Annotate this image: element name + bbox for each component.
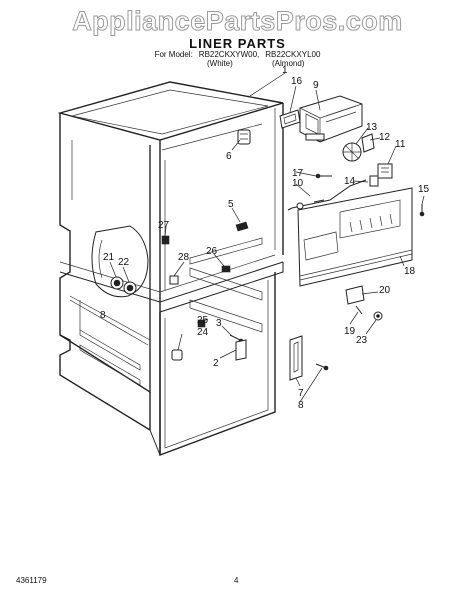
callout-18: 18: [404, 266, 416, 277]
callout-1: 1: [282, 65, 288, 76]
callout-24: 24: [197, 327, 209, 338]
callout-6: 6: [226, 151, 232, 162]
callout-8-upper: 8: [100, 310, 106, 321]
callout-13: 13: [366, 122, 378, 133]
part-24-bumper: [171, 349, 183, 361]
callout-labels: 1 16 9 13 12 11 6 17 10 14 15 5 27 26 21…: [100, 65, 430, 411]
part-21-22-knobs: [110, 276, 137, 295]
watermark: AppliancePartsPros.com: [72, 6, 403, 37]
liner-cabinet: [57, 81, 284, 457]
part-11-thermostat: [377, 163, 393, 179]
callout-15: 15: [418, 184, 430, 195]
callout-28: 28: [178, 252, 190, 263]
callout-19: 19: [344, 326, 356, 337]
part-5-clip: [235, 221, 249, 232]
part-17-screw: [315, 173, 332, 179]
callout-9: 9: [313, 80, 319, 91]
part-23-grommet: [373, 311, 383, 321]
part-14-light-socket: [369, 175, 379, 187]
callout-17: 17: [292, 168, 304, 179]
leader-lines: [109, 72, 425, 403]
callout-23: 23: [356, 335, 368, 346]
part-28-slide: [169, 275, 179, 285]
callout-25: 25: [197, 315, 209, 326]
callout-2: 2: [213, 358, 219, 369]
callout-21: 21: [103, 252, 115, 263]
callout-22: 22: [118, 257, 130, 268]
model-line: For Model: RB22CKXYW00, RB22CKXYL00: [0, 50, 475, 59]
part-7-bracket: [289, 335, 303, 381]
callout-8: 8: [298, 400, 304, 411]
part-19-screw: [355, 305, 363, 315]
callout-14: 14: [344, 176, 356, 187]
part-16-gasket: [279, 109, 301, 129]
part-9-control-housing: [299, 95, 363, 143]
page-number: 4: [234, 576, 239, 585]
part-18-duct-cover: [297, 187, 413, 287]
part-2-bracket: [235, 339, 247, 361]
part-26-clip: [221, 265, 231, 273]
part-15-screw: [419, 204, 425, 217]
callout-26: 26: [206, 246, 218, 257]
callout-3: 3: [216, 318, 222, 329]
callout-16: 16: [291, 76, 303, 87]
part-13-fan-blade: [342, 142, 362, 162]
callout-27: 27: [158, 220, 170, 231]
color-almond-label: (Almond): [272, 59, 305, 68]
model-white: RB22CKXYW00,: [198, 50, 260, 59]
part-25-clip: [197, 319, 206, 328]
callout-12: 12: [379, 132, 391, 143]
part-20-bracket: [345, 285, 365, 305]
callout-20: 20: [379, 285, 391, 296]
part-8-screw: [315, 363, 329, 371]
callout-11: 11: [395, 139, 406, 150]
callout-5: 5: [228, 199, 234, 210]
model-prefix: For Model:: [154, 50, 193, 59]
model-almond: RB22CKXYL00: [265, 50, 321, 59]
page-title: LINER PARTS: [189, 36, 286, 51]
color-white-label: (White): [207, 59, 233, 68]
callout-10: 10: [292, 178, 304, 189]
document-number: 4361179: [16, 576, 47, 585]
part-10-wire-harness: [287, 179, 367, 211]
part-12-damper: [361, 133, 375, 153]
part-6-bracket: [237, 129, 251, 145]
callout-7: 7: [298, 388, 304, 399]
part-27-clip: [161, 235, 170, 245]
